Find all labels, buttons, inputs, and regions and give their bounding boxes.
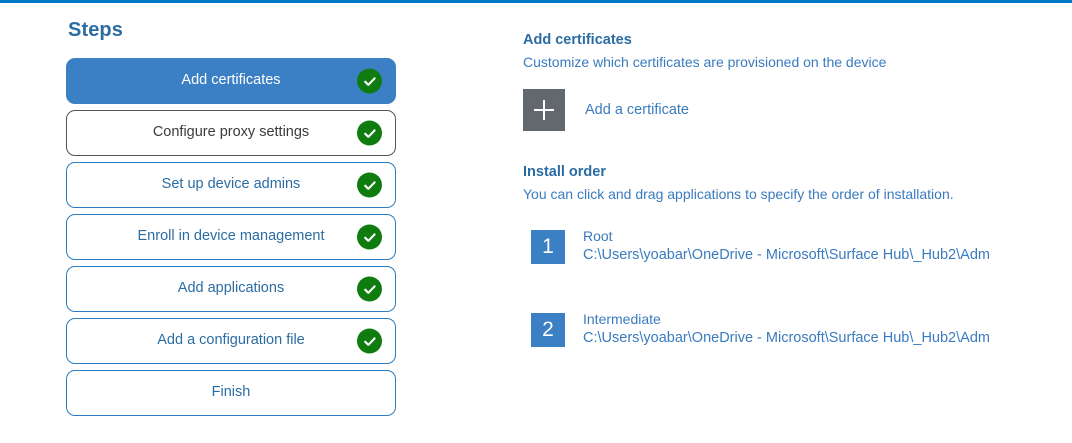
step-item[interactable]: Add certificates [66, 58, 396, 104]
step-item[interactable]: Finish [66, 370, 396, 416]
step-item[interactable]: Configure proxy settings [66, 110, 396, 156]
check-circle-icon [357, 224, 382, 250]
add-certificate-button[interactable] [523, 89, 565, 132]
check-circle-icon [357, 68, 382, 94]
step-item-label: Add certificates [181, 72, 281, 89]
check-circle-icon [357, 120, 382, 146]
step-item-label: Add applications [177, 280, 285, 297]
step-item[interactable]: Set up device admins [66, 162, 396, 208]
install-order-path: C:\Users\yoabar\OneDrive - Microsoft\Sur… [583, 246, 990, 263]
check-circle-icon [357, 276, 382, 302]
install-order-name: Root [583, 227, 613, 244]
check-circle-icon [357, 172, 382, 198]
check-circle-icon [357, 328, 382, 354]
install-order-title: Install order [523, 164, 606, 181]
step-item-label: Configure proxy settings [152, 124, 310, 141]
top-accent-rule [0, 0, 1072, 3]
step-item[interactable]: Add applications [66, 266, 396, 312]
install-order-path: C:\Users\yoabar\OneDrive - Microsoft\Sur… [583, 329, 990, 346]
install-order-subtitle: You can click and drag applications to s… [523, 186, 954, 203]
install-order-number: 2 [531, 313, 565, 348]
install-order-number: 1 [531, 229, 565, 264]
add-certificate-label[interactable]: Add a certificate [585, 102, 689, 119]
step-item-label: Add a configuration file [157, 332, 305, 349]
detail-panel: Add certificates Customize which certifi… [523, 31, 1043, 397]
detail-subtitle: Customize which certificates are provisi… [523, 54, 887, 71]
step-item-label: Enroll in device management [137, 228, 325, 245]
detail-title: Add certificates [523, 32, 632, 48]
plus-icon [534, 100, 554, 121]
step-item[interactable]: Enroll in device management [66, 214, 396, 260]
step-item-label: Finish [211, 384, 251, 401]
add-certificate-row: Add a certificate [523, 89, 1043, 132]
step-item-label: Set up device admins [161, 176, 301, 193]
step-item[interactable]: Add a configuration file [66, 318, 396, 364]
install-order-name: Intermediate [583, 311, 661, 328]
steps-heading: Steps [68, 19, 123, 41]
install-order-section: Install order You can click and drag app… [523, 163, 1043, 348]
